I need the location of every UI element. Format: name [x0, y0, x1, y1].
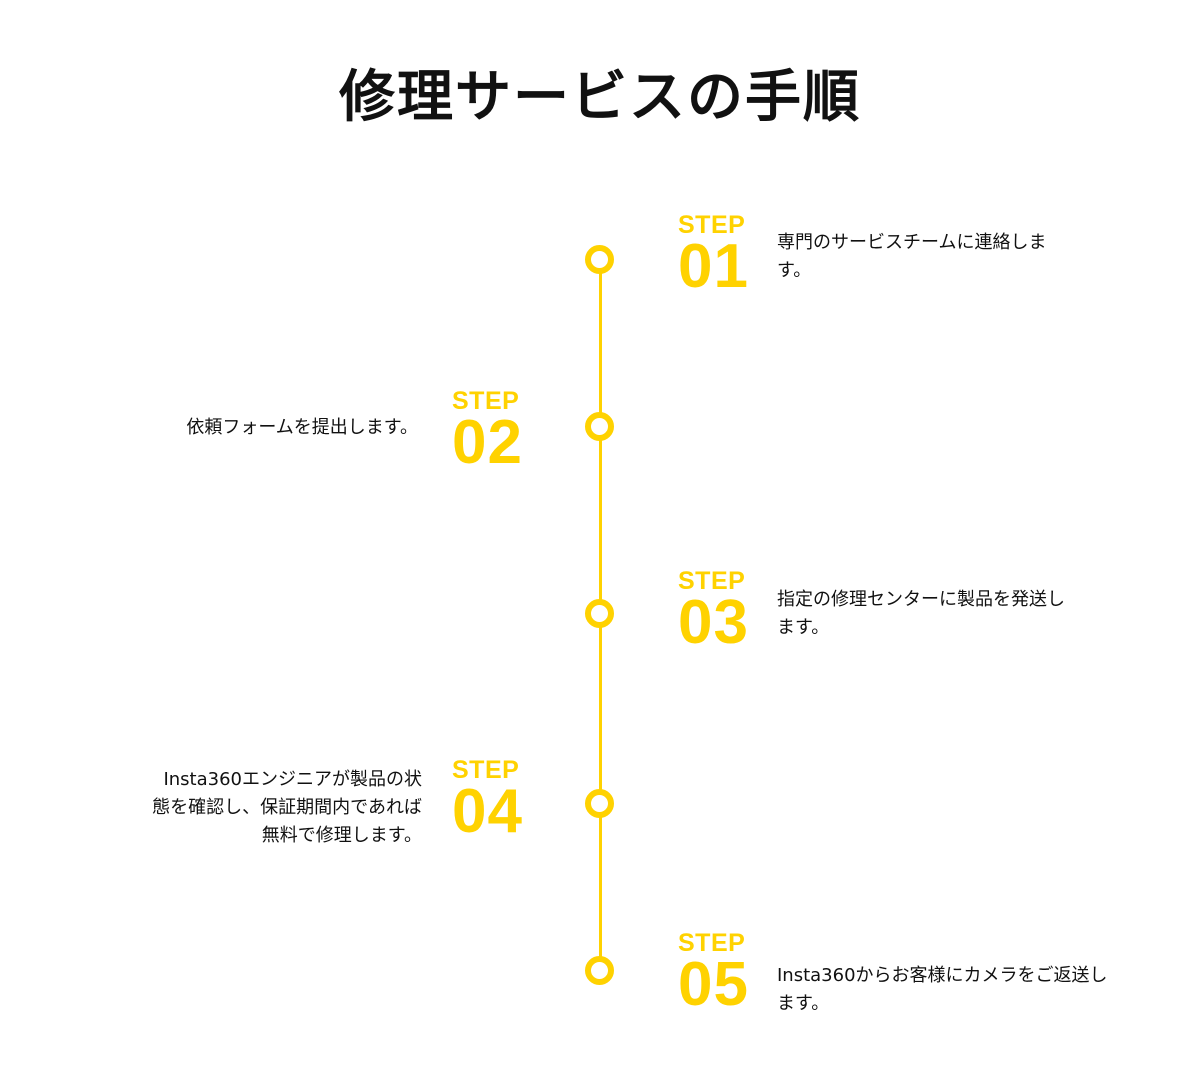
- step-number: 03: [678, 588, 749, 657]
- step-description-5: Insta360からお客様にカメラをご返送します。: [777, 965, 1108, 1014]
- timeline-node-1: [585, 245, 614, 274]
- timeline-node-4: [585, 789, 614, 818]
- step-number: 05: [678, 950, 749, 1019]
- timeline-node-2: [585, 412, 614, 441]
- step-description-3: 指定の修理センターに製品を発送します。: [777, 589, 1065, 638]
- step-word: STEP: [678, 567, 746, 595]
- step-word: STEP: [678, 211, 746, 239]
- step-description-1: 専門のサービスチームに連絡します。: [777, 232, 1047, 281]
- step-number: 04: [452, 777, 523, 846]
- step-label-4: STEP 04: [452, 756, 562, 846]
- timeline-node-5: [585, 956, 614, 985]
- step-label-1: STEP 01: [678, 211, 788, 301]
- step-word: STEP: [678, 929, 746, 957]
- step-description-2: 依頼フォームを提出します。: [186, 417, 418, 438]
- page-title: 修理サービスの手順: [339, 65, 861, 130]
- step-word: STEP: [452, 756, 520, 784]
- step-label-3: STEP 03: [678, 567, 788, 657]
- step-number: 01: [678, 232, 749, 301]
- timeline-node-3: [585, 599, 614, 628]
- step-word: STEP: [452, 387, 520, 415]
- step-label-5: STEP 05: [678, 929, 788, 1019]
- step-number: 02: [452, 408, 523, 477]
- step-description-4: Insta360エンジニアが製品の状態を確認し、保証期間内であれば無料で修理しま…: [152, 769, 422, 846]
- step-label-2: STEP 02: [452, 387, 562, 477]
